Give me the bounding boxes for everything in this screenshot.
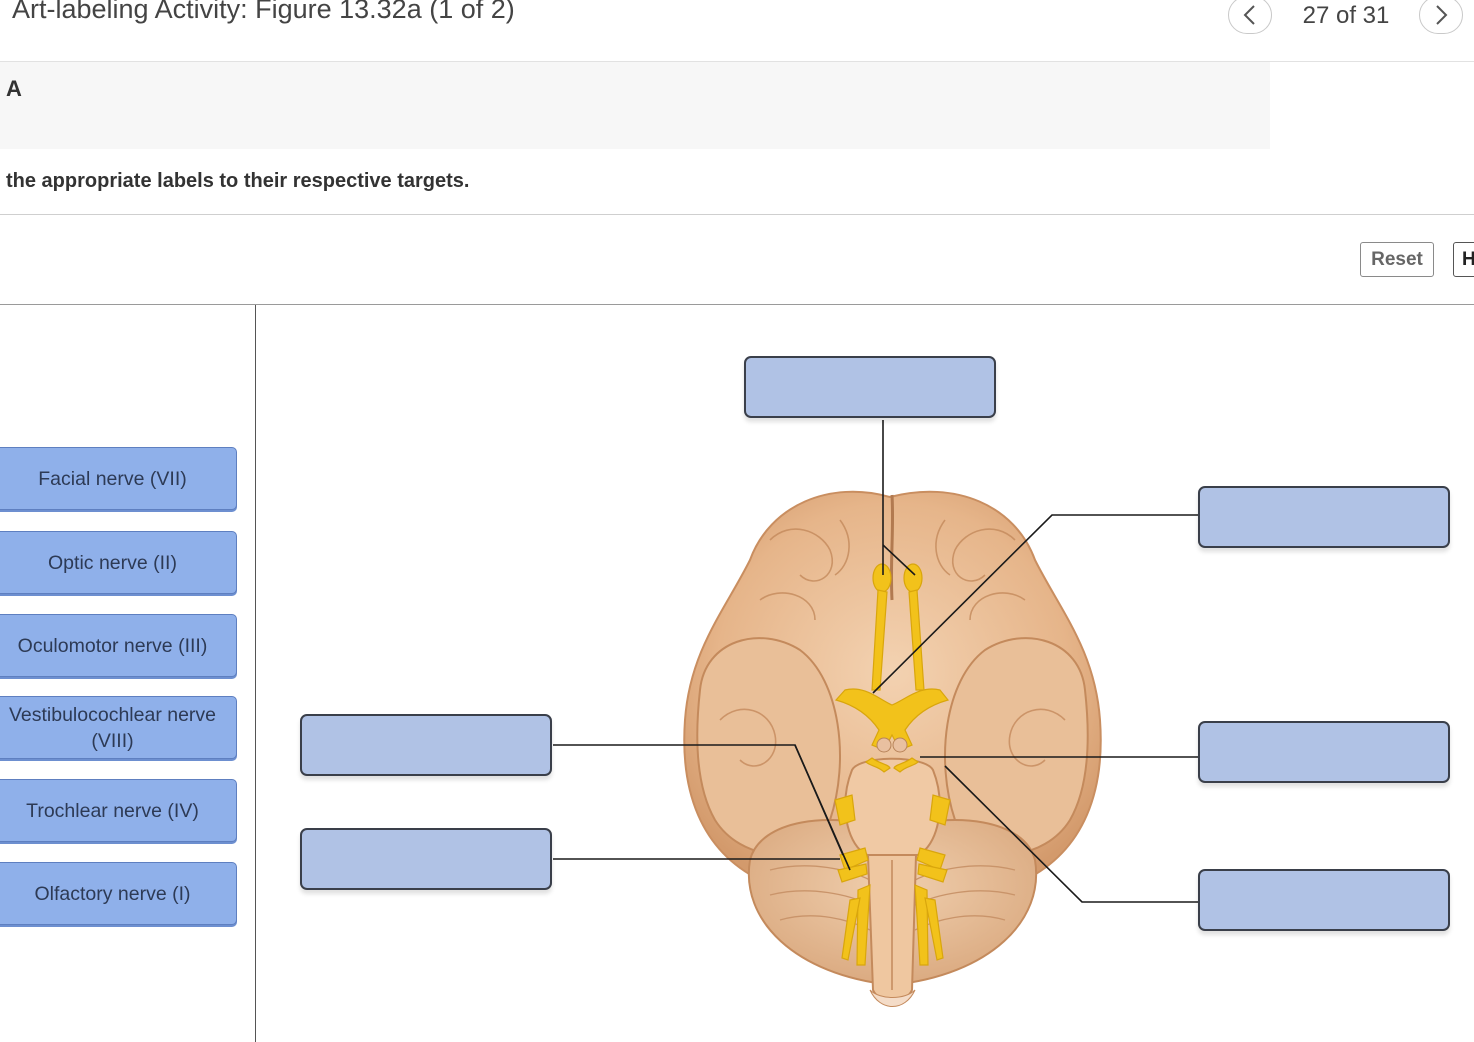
reset-button[interactable]: Reset: [1360, 242, 1434, 277]
help-button[interactable]: H: [1453, 242, 1474, 277]
header-divider: [0, 61, 1474, 62]
label-bank-divider: [255, 305, 256, 1042]
page-title: Art-labeling Activity: Figure 13.32a (1 …: [12, 0, 515, 24]
chevron-right-icon: [1436, 5, 1448, 25]
drop-target-right-upper[interactable]: [1198, 486, 1450, 548]
brain-illustration: [683, 490, 1102, 1007]
instruction-divider: [0, 214, 1474, 215]
instruction-text: the appropriate labels to their respecti…: [6, 170, 470, 192]
label-olfactory-nerve[interactable]: Olfactory nerve (I): [0, 862, 237, 925]
workspace-divider: [0, 304, 1474, 305]
drop-target-left-upper[interactable]: [300, 714, 552, 776]
chevron-left-icon: [1243, 5, 1255, 25]
drop-target-left-lower[interactable]: [300, 828, 552, 890]
part-header: A: [0, 62, 1270, 149]
label-optic-nerve[interactable]: Optic nerve (II): [0, 531, 237, 594]
label-vestibulocochlear-nerve[interactable]: Vestibulocochlear nerve (VIII): [0, 696, 237, 759]
item-pager: 27 of 31: [1302, 2, 1390, 29]
label-trochlear-nerve[interactable]: Trochlear nerve (IV): [0, 779, 237, 842]
drop-target-right-lower[interactable]: [1198, 869, 1450, 931]
drop-target-right-middle[interactable]: [1198, 721, 1450, 783]
next-item-button[interactable]: [1419, 0, 1463, 34]
label-facial-nerve[interactable]: Facial nerve (VII): [0, 447, 237, 510]
label-oculomotor-nerve[interactable]: Oculomotor nerve (III): [0, 614, 237, 677]
leader-lines: [553, 420, 1198, 903]
drop-target-top[interactable]: [744, 356, 996, 418]
part-label: A: [6, 76, 22, 101]
previous-item-button[interactable]: [1228, 0, 1272, 34]
